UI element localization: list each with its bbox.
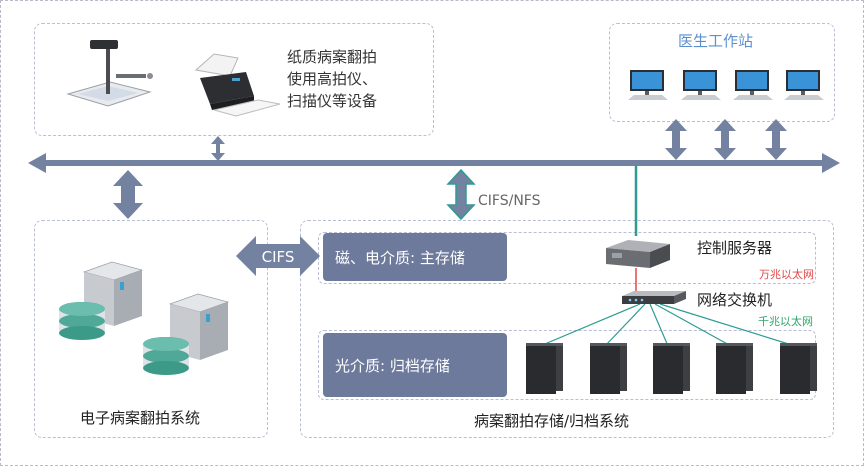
workstation-pc-4 xyxy=(784,70,824,100)
archive-system-title: 病案翻拍存储/归档系统 xyxy=(474,412,630,430)
cifs-nfs-label: CIFS/NFS xyxy=(478,193,541,209)
scanner-text-line-2: 使用高拍仪、 xyxy=(287,70,378,88)
ethernet-1000-label: 千兆以太网 xyxy=(758,315,813,328)
server-disk-icon-2 xyxy=(143,293,230,375)
main-bus-arrow xyxy=(28,153,840,173)
workstation-pc-1 xyxy=(628,70,668,100)
storage-cabinet-4 xyxy=(716,343,753,394)
scanner-box xyxy=(34,23,434,136)
workstation-title: 医生工作站 xyxy=(678,32,754,50)
gigabit-ethernet-label: 万兆以太网 xyxy=(759,268,814,281)
cifs-label: CIFS xyxy=(262,248,295,266)
storage-cabinet-5 xyxy=(780,343,817,394)
workstation-pc-2 xyxy=(681,70,721,100)
archive-storage-box: 光介质: 归档存储 xyxy=(323,333,507,397)
document-camera-icon xyxy=(66,40,153,107)
workstation-arrow-3 xyxy=(765,119,787,160)
sheet-scanner-icon xyxy=(194,53,281,117)
scanner-description: 纸质病案翻拍 使用高拍仪、 扫描仪等设备 xyxy=(287,46,377,112)
scanner-text-line-1: 纸质病案翻拍 xyxy=(287,48,378,66)
switch-cabinet-links xyxy=(539,303,796,347)
storage-cabinet-1 xyxy=(526,343,563,394)
primary-storage-box: 磁、电介质: 主存储 xyxy=(323,233,507,281)
cifs-nfs-arrow xyxy=(446,168,476,221)
workstation-arrow-1 xyxy=(665,119,687,160)
scanner-text-line-3: 扫描仪等设备 xyxy=(287,92,378,110)
scanner-link-arrow xyxy=(211,136,225,161)
network-switch-label: 网络交换机 xyxy=(697,291,773,309)
control-server-icon xyxy=(606,240,670,268)
electronic-system-title: 电子病案翻拍系统 xyxy=(80,409,201,427)
cifs-arrow xyxy=(236,236,320,276)
control-server-label: 控制服务器 xyxy=(697,239,773,257)
storage-cabinet-2 xyxy=(590,343,627,394)
workstation-arrow-2 xyxy=(714,119,736,160)
primary-storage-dashed-row xyxy=(318,232,816,284)
storage-cabinet-3 xyxy=(653,343,690,394)
workstation-pc-3 xyxy=(733,70,773,100)
electronic-system-arrow xyxy=(113,170,143,219)
network-switch-icon xyxy=(622,291,686,304)
server-disk-icon-1 xyxy=(59,261,144,340)
